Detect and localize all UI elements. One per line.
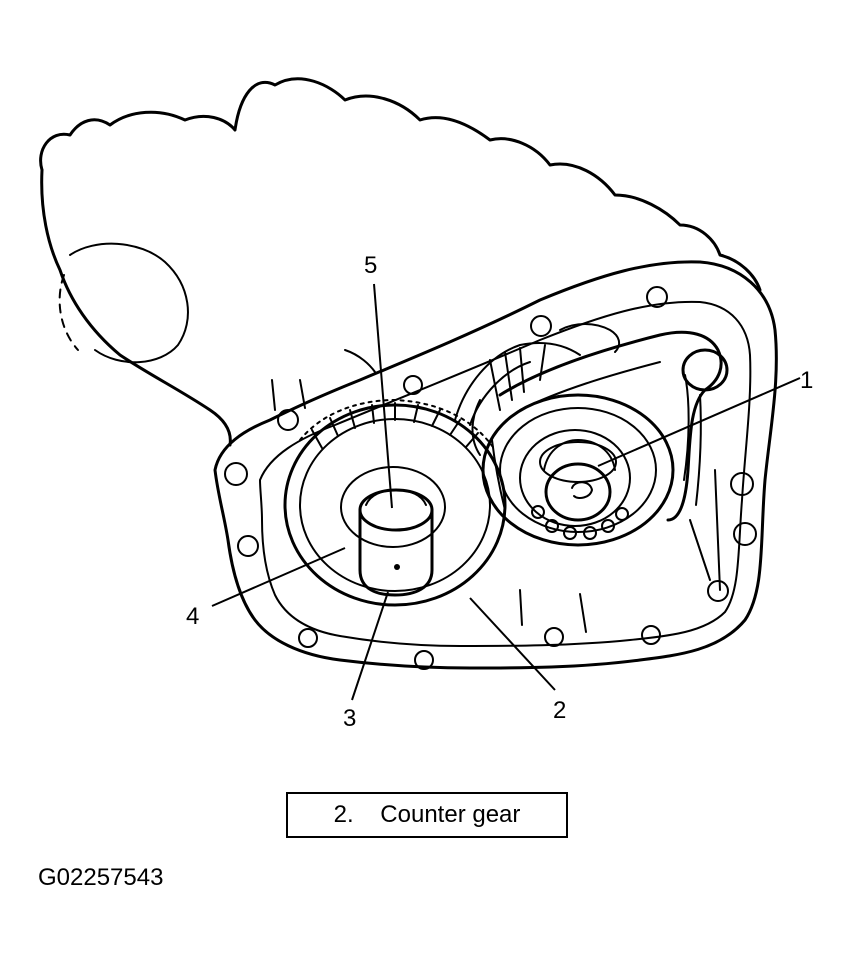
case-flange-inner: [259, 300, 752, 647]
counter-shaft: [340, 466, 446, 597]
leader-lines: [211, 283, 801, 701]
caption-text: Counter gear: [380, 801, 521, 828]
bore-circle: [69, 242, 189, 364]
caption-number: 2.: [333, 801, 354, 828]
case-ribs: [271, 349, 721, 633]
case-outer-outline: [39, 77, 762, 292]
leader-3: [351, 591, 389, 701]
leader-4: [211, 547, 346, 607]
leader-5: [373, 283, 393, 509]
case-flange: [213, 260, 778, 670]
figure-id: G02257543: [38, 864, 164, 891]
callout-5: 5: [364, 252, 377, 279]
background-gears: [454, 323, 621, 511]
callout-3: 3: [343, 705, 356, 732]
leader-1: [597, 377, 801, 467]
callout-1: 1: [800, 367, 813, 394]
callout-4: 4: [186, 603, 199, 630]
caption-box: 2. Counter gear: [286, 792, 568, 838]
case-left-edge: [40, 168, 232, 447]
callout-2: 2: [553, 697, 566, 724]
shift-fork: [498, 330, 729, 522]
bolt-holes: [224, 286, 757, 670]
counter-gear: [283, 399, 507, 607]
main-shaft-bearing: [481, 393, 675, 547]
leader-2: [469, 597, 556, 691]
